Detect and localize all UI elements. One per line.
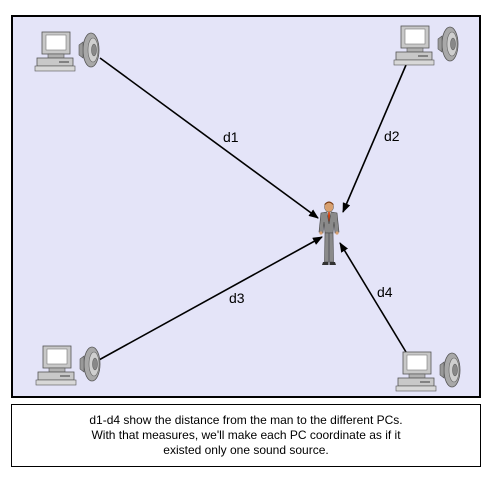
diagram-panel [11,15,481,398]
computer-speaker-icon [34,31,100,72]
caption-box: d1-d4 show the distance from the man to … [11,404,481,467]
distance-label-d2: d2 [384,128,400,144]
computer-speaker-icon [395,351,461,392]
distance-label-d3: d3 [229,290,245,306]
computer-speaker-icon [35,345,101,386]
computer-speaker-icon [393,25,459,66]
arrow-d4 [339,242,407,353]
businessman-icon [318,201,340,265]
arrow-d3 [87,236,323,367]
distance-label-d1: d1 [223,129,239,145]
distance-diagram: d1 d2 d3 d4 [34,25,461,392]
distance-label-d4: d4 [377,284,393,300]
arrow-d2 [342,64,407,213]
caption-line: existed only one sound source. [163,443,329,457]
caption-line: d1-d4 show the distance from the man to … [89,413,403,427]
arrow-d1 [99,57,319,219]
caption-line: With that measures, we'll make each PC c… [91,428,401,442]
